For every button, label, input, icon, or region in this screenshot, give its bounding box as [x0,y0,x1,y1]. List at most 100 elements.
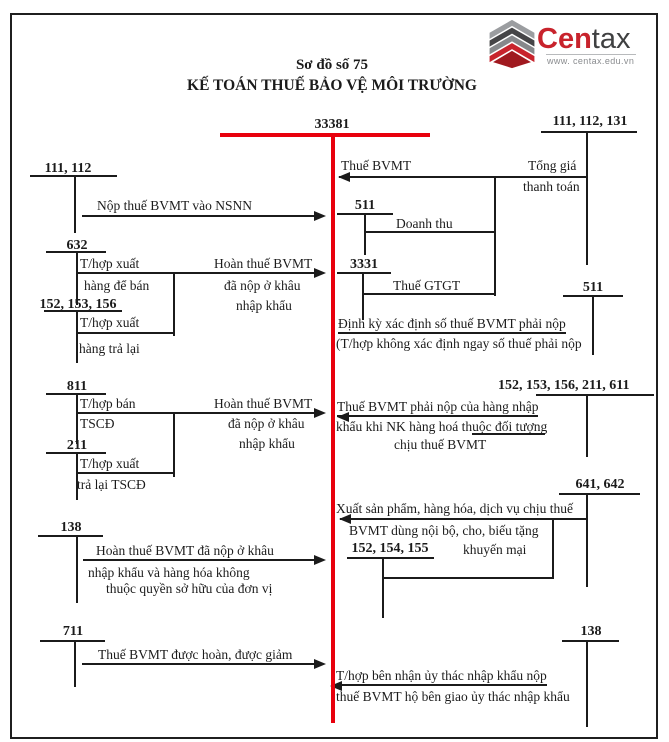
case-label: T/hợp xuất [80,456,140,471]
arrow-left-icon [339,514,351,524]
account-3331: 3331 [350,257,378,272]
connector-line [552,518,554,579]
case-label: TSCĐ [80,416,115,431]
account-underline [559,493,640,495]
account-711: 711 [62,624,84,639]
underline-segment [472,433,545,435]
case-label: T/hợp bán [80,396,136,411]
case-label: hàng để bán [84,278,150,293]
account-511-a: 511 [354,198,376,213]
account-stem [592,296,594,355]
account-152-154-155: 152, 154, 155 [351,541,429,556]
logo-text-red: Cen [537,23,592,55]
flow-arrow-line [340,518,588,520]
account-stem [74,176,76,233]
flow-label: Doanh thu [396,216,453,231]
account-stem [74,641,76,687]
account-underline [40,640,105,642]
account-511-b: 511 [582,280,604,295]
account-underline [541,131,637,133]
flow-arrow-line [83,559,314,561]
flow-label: Thuế BVMT được hoàn, được giảm [98,647,293,662]
flow-label: chịu thuế BVMT [394,437,487,452]
arrow-left-icon [330,681,342,691]
account-632: 632 [66,238,88,253]
flow-arrow-line [77,412,315,414]
connector-line [383,577,554,579]
account-stem [382,558,384,618]
flow-label: khuyến mại [463,542,527,557]
account-33381: 33381 [314,117,350,132]
connector-line [494,176,496,296]
account-138-left: 138 [60,520,82,535]
account-underline [38,535,103,537]
flow-label: nhập khẩu và hàng hóa không [88,565,250,580]
account-152-153-156: 152, 153, 156 [39,297,117,312]
arrow-right-icon [314,408,326,418]
account-stem [364,214,366,255]
account-111-112: 111, 112 [44,161,92,176]
flow-label: Xuất sản phẩm, hàng hóa, dịch vụ chịu th… [336,501,573,516]
flow-label: Hoàn thuế BVMT [214,256,313,271]
account-stem [362,273,364,320]
account-stem [586,641,588,727]
arrow-right-icon [314,268,326,278]
flow-label: khẩu khi NK hàng hoá thuộc đối tượng [336,419,548,434]
flow-label: (T/hợp không xác định ngay số thuế phải … [336,336,582,351]
centax-logo-icon [489,19,535,69]
connector-line [173,412,175,477]
account-stem [76,394,78,444]
flow-label: Thuế BVMT phải nộp của hàng nhập [337,399,539,417]
arrow-left-icon [337,412,349,422]
account-underline [347,557,434,559]
account-138-right: 138 [580,624,602,639]
diagram-number: Sơ đồ số 75 [295,57,369,73]
logo-website: www. centax.edu.vn [547,56,635,66]
flow-arrow-line [77,272,315,274]
arrow-left-icon [338,172,350,182]
flow-arrow-line [82,215,315,217]
account-underline [562,640,619,642]
centax-logo-wordmark: Centax [537,24,630,54]
account-111-112-131: 111, 112, 131 [552,114,628,129]
flow-label: Hoàn thuế BVMT đã nộp ở khâu [96,543,274,558]
connector-line [173,272,175,336]
t-account-top-bar [220,133,430,137]
case-label: trả lại TSCĐ [77,477,146,492]
flow-label: nhập khẩu [236,298,292,313]
account-152-153-156-211-611: 152, 153, 156, 211, 611 [498,378,630,393]
account-underline [337,272,391,274]
flow-label: T/hợp bên nhận ủy thác nhập khẩu nộp [336,668,547,686]
flow-label: BVMT dùng nội bộ, cho, biếu tặng [349,523,539,538]
case-label: T/hợp xuất [80,256,140,271]
arrow-right-icon [314,659,326,669]
account-underline [44,310,122,312]
account-stem [76,453,78,500]
case-label: hàng trả lại [79,341,140,356]
flow-arrow-line [339,176,588,178]
flow-label: Định kỳ xác định số thuế BVMT phải nộp [338,316,566,334]
flow-label: Hoàn thuế BVMT [214,396,313,411]
flow-label: thuế BVMT hộ bên giao ủy thác nhập khẩu [336,689,570,704]
account-stem [586,132,588,265]
account-underline [30,175,117,177]
flow-label: Thuế BVMT [341,158,412,173]
flow-arrow-line [82,663,314,665]
flow-label: thanh toán [523,179,580,194]
logo-text-dark: tax [591,23,631,55]
connector-line [77,472,175,474]
t-account-center-line [331,135,335,723]
flow-label: Thuế GTGT [393,278,461,293]
connector-line [365,231,495,233]
case-label: T/hợp xuất [80,315,140,330]
account-stem [586,494,588,587]
account-stem [76,536,78,603]
connector-line [363,293,495,295]
flow-label: Tổng giá [528,158,577,173]
flow-label: đã nộp ở khâu [228,416,305,431]
flow-label: Nộp thuế BVMT vào NSNN [97,198,252,213]
page-border [10,13,658,739]
flow-label: thuộc quyền sở hữu của đơn vị [106,581,273,596]
flow-label: đã nộp ở khâu [224,278,301,293]
